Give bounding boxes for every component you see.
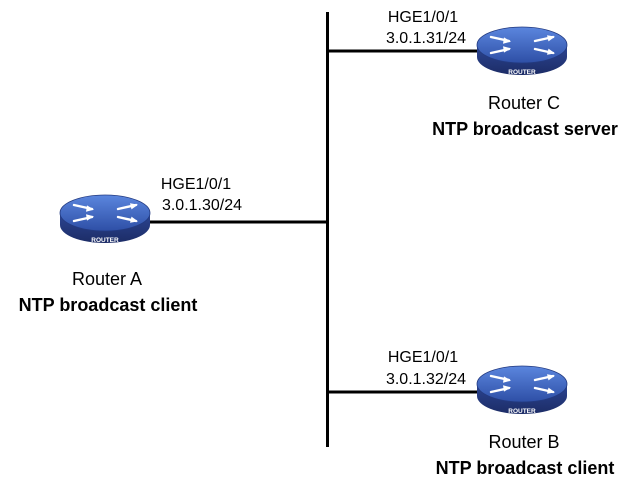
router-b-name: Router B: [488, 432, 559, 452]
router-b-ip-label: 3.0.1.32/24: [386, 371, 466, 388]
router-a-interface-label: HGE1/0/1: [161, 176, 231, 193]
svg-text:ROUTER: ROUTER: [91, 237, 119, 244]
router-b-interface-label: HGE1/0/1: [388, 349, 458, 366]
router-c-interface-label: HGE1/0/1: [388, 9, 458, 26]
router-b-icon: ROUTER: [475, 364, 569, 416]
router-c-name: Router C: [488, 93, 560, 113]
router-c-role: NTP broadcast server: [432, 119, 618, 139]
router-c-ip-label: 3.0.1.31/24: [386, 30, 466, 47]
router-a-name: Router A: [72, 269, 142, 289]
svg-text:ROUTER: ROUTER: [508, 69, 536, 76]
router-c-icon: ROUTER: [475, 25, 569, 77]
router-a-icon: ROUTER: [58, 193, 152, 245]
svg-text:ROUTER: ROUTER: [508, 408, 536, 415]
router-a-role: NTP broadcast client: [19, 295, 198, 315]
router-a-ip-label: 3.0.1.30/24: [162, 197, 242, 214]
router-b-role: NTP broadcast client: [436, 458, 615, 478]
